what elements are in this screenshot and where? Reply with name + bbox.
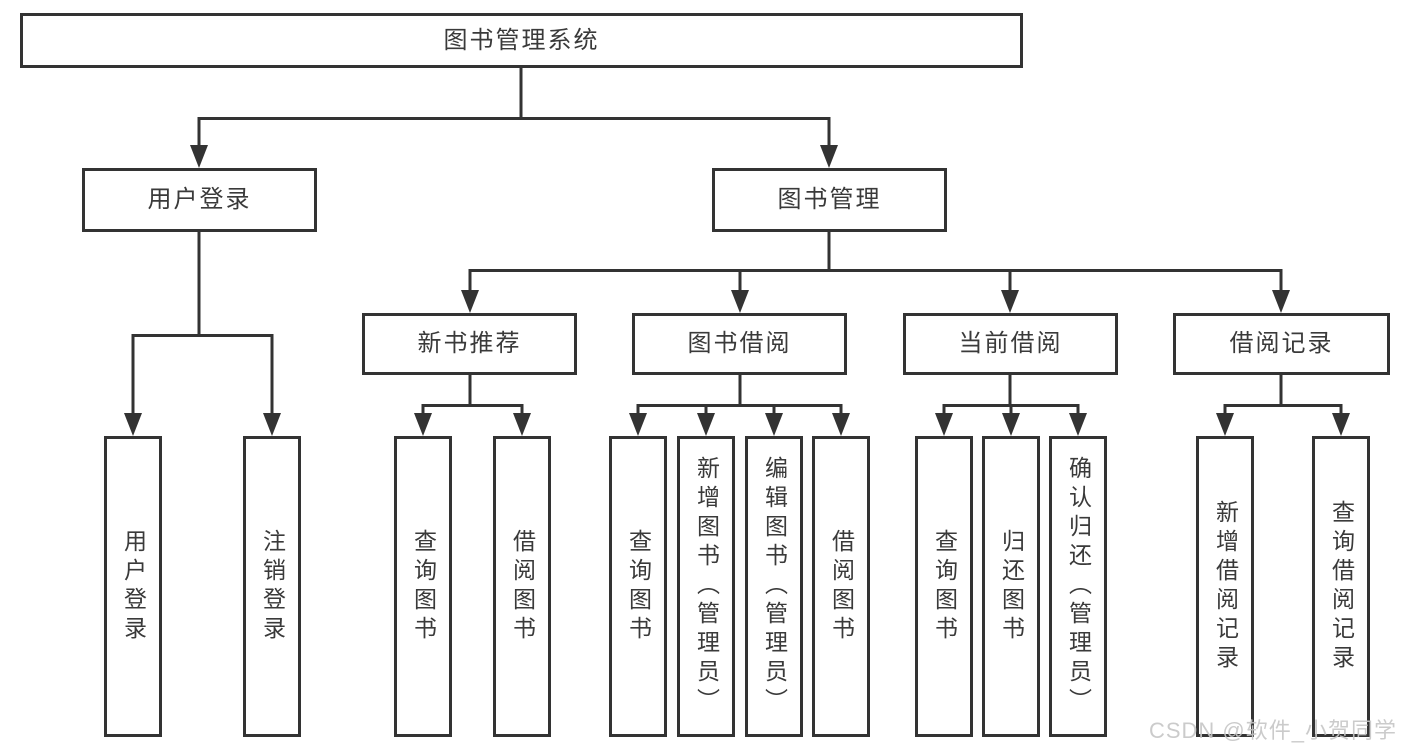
leaf-query-borrow-record: 查询借阅记录	[1312, 436, 1370, 737]
leaf-borrow-books-recommend: 借阅图书	[493, 436, 551, 737]
node-book-borrow: 图书借阅	[632, 313, 847, 375]
leaf-user-login: 用户登录	[104, 436, 162, 737]
leaf-edit-books-admin: 编辑图书（管理员）	[745, 436, 803, 737]
leaf-logout: 注销登录	[243, 436, 301, 737]
node-borrow-records: 借阅记录	[1173, 313, 1390, 375]
leaf-query-books-current: 查询图书	[915, 436, 973, 737]
csdn-watermark: CSDN @软件_小贺同学	[1148, 718, 1397, 743]
leaf-return-books: 归还图书	[982, 436, 1040, 737]
leaf-confirm-return-admin: 确认归还（管理员）	[1049, 436, 1107, 737]
leaf-query-books-recommend: 查询图书	[394, 436, 452, 737]
node-book-management-branch: 图书管理	[712, 168, 947, 232]
node-current-borrow: 当前借阅	[903, 313, 1118, 375]
leaf-add-books-admin: 新增图书（管理员）	[677, 436, 735, 737]
leaf-borrow-books: 借阅图书	[812, 436, 870, 737]
leaf-query-books-borrow: 查询图书	[609, 436, 667, 737]
node-new-book-recommend: 新书推荐	[362, 313, 577, 375]
node-user-login-branch: 用户登录	[82, 168, 317, 232]
node-library-management-system: 图书管理系统	[20, 13, 1023, 68]
leaf-add-borrow-record: 新增借阅记录	[1196, 436, 1254, 737]
